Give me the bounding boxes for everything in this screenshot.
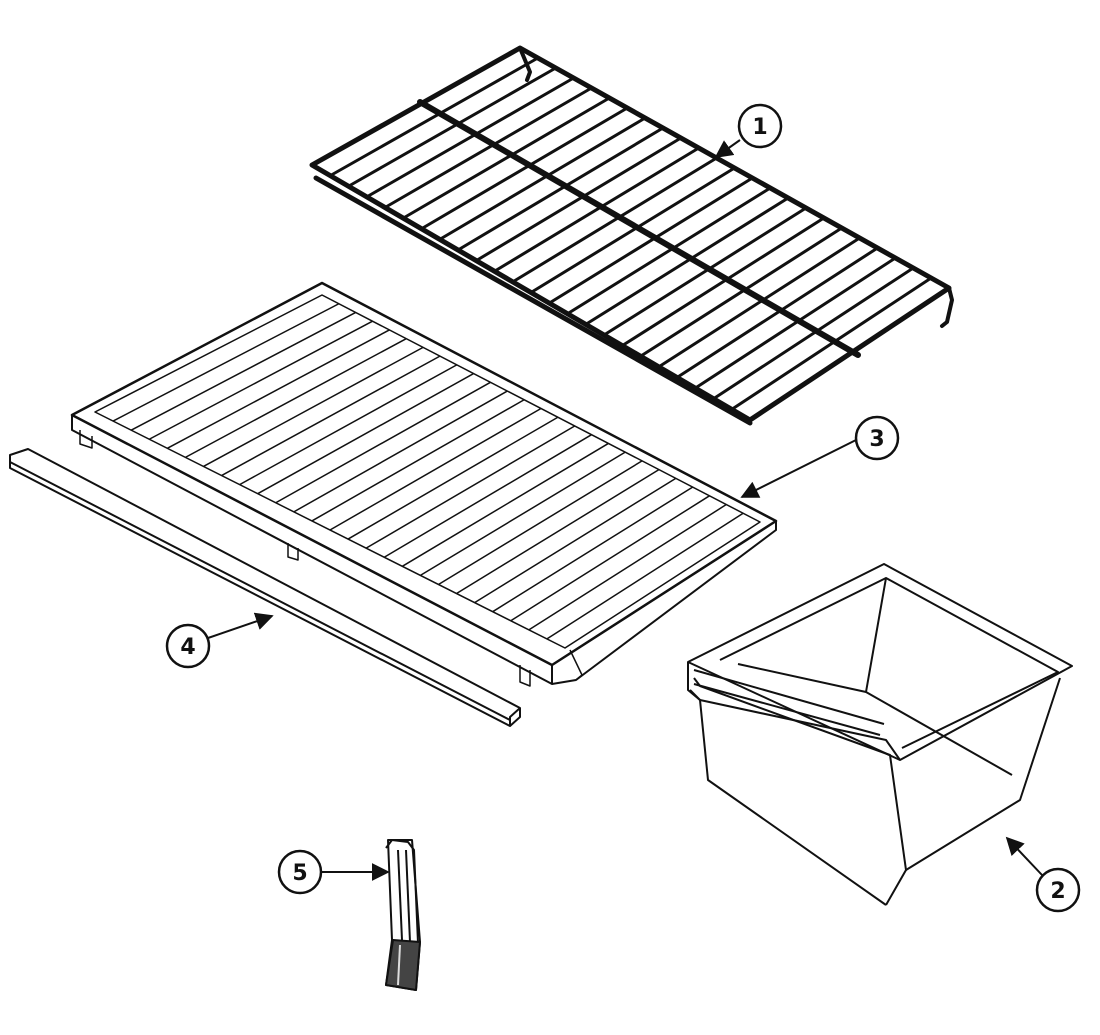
callout-4: 4 [165,623,211,669]
shelf-slat [474,477,677,604]
shelf-slat [239,364,458,486]
wire-rod [675,246,879,379]
shelf-slat [510,495,710,622]
wire-rod [401,96,611,220]
callout-5: 5 [277,849,323,895]
shelf-slat [203,346,424,468]
wire-rod [347,66,558,188]
callout-1-label: 1 [752,115,767,140]
shelf-slat [528,503,727,631]
wire-rod [474,136,683,263]
leader-1 [714,139,741,159]
slatted-shelf [70,281,778,687]
wire-rod [529,166,736,294]
shelf-slat [365,425,576,549]
shelf-slat [456,468,660,595]
wire-rod [420,106,629,231]
callout-3-label: 3 [869,427,884,452]
shelf-slat [221,355,441,477]
wire-rod [584,196,790,326]
shelf-slat [546,512,744,640]
shelf-slat [311,399,525,522]
wire-rod [365,76,576,199]
shelf-slat [275,381,491,504]
wire-rod [547,176,754,305]
shelf-slat [401,442,609,567]
callout-1: 1 [737,103,783,149]
callout-2-label: 2 [1050,879,1065,904]
wire-rod [657,236,862,369]
shelf-slat [166,329,390,449]
leader-3 [740,439,857,498]
shelf-slat [148,320,373,440]
wire-rod [456,126,665,252]
shelf-slat [347,416,559,540]
wire-rod [693,256,897,390]
shelf-slat [329,407,542,531]
leader-4 [207,612,274,639]
wire-rod [730,276,933,411]
shelf-slat [112,303,340,422]
wire-rod [438,116,647,241]
shelf-support [385,839,421,991]
shelf-trim [9,448,521,727]
crisper-drawer [687,563,1073,906]
shelf-slat [185,337,407,459]
wire-rod [712,266,915,401]
shelf-slat [492,486,694,613]
callout-3: 3 [854,415,900,461]
wire-rod [620,216,826,348]
wire-rod [383,86,593,209]
callout-4-label: 4 [180,635,195,660]
callout-5-label: 5 [292,861,307,886]
shelf-slat [130,311,357,431]
callout-2: 2 [1035,867,1081,913]
wire-rod [328,56,540,178]
leader-lines [207,139,1043,881]
wire-rod [566,186,772,316]
shelf-slat [383,434,592,558]
wire-rod [493,146,701,273]
leader-2 [1005,836,1043,876]
wire-rod [639,226,844,358]
wire-rod [602,206,808,337]
shelf-slat [419,451,626,577]
shelf-slat [257,372,474,495]
wire-rod [511,156,719,284]
wire-shelf [309,45,954,426]
shelf-slat [293,390,508,513]
shelf-slat [438,460,643,586]
